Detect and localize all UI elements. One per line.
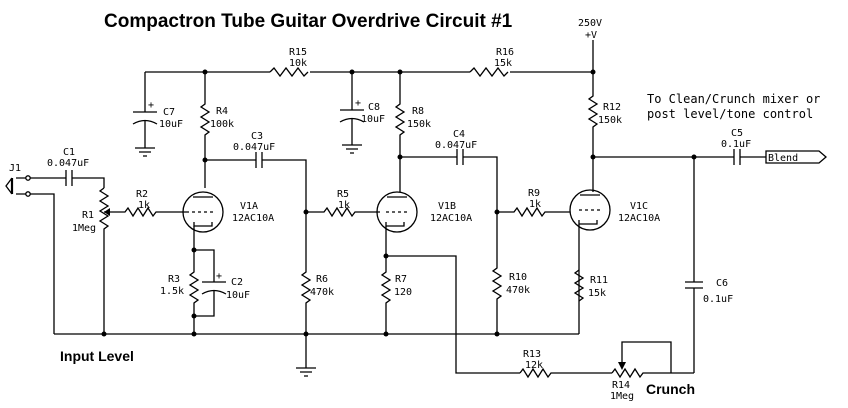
r2-resistor (110, 206, 160, 218)
r3-ref: R3 (168, 274, 180, 285)
r7-resistor (380, 253, 520, 374)
v1c-tube (569, 189, 611, 334)
crunch-label: Crunch (646, 381, 695, 397)
bplus-rail (145, 66, 596, 78)
input-level-label: Input Level (60, 348, 134, 364)
input-jack (5, 175, 66, 334)
r14-ref: R14 (612, 380, 630, 391)
r4-resistor (199, 72, 211, 188)
v1c-type: 12AC10A (618, 213, 660, 224)
c4-value: 0.047uF (435, 140, 477, 151)
r8-resistor (394, 72, 406, 192)
c1-capacitor (65, 170, 105, 188)
r16-ref: R16 (496, 47, 514, 58)
blend-output (765, 150, 827, 164)
v1b-tube (376, 191, 418, 256)
c2-capacitor: + (194, 249, 227, 317)
r13-resistor (519, 367, 612, 379)
note-line2: post level/tone control (647, 107, 813, 121)
r1-ref: R1 (82, 210, 94, 221)
r1-potentiometer[interactable] (98, 187, 110, 334)
c6-capacitor (685, 157, 703, 373)
r14-value: 1Meg (610, 391, 634, 402)
r6-value: 470k (310, 287, 334, 298)
r13-ref: R13 (523, 349, 541, 360)
r12-resistor (587, 72, 599, 192)
page-title: Compactron Tube Guitar Overdrive Circuit… (104, 11, 513, 32)
r13-value: 12k (525, 360, 543, 371)
r1-value: 1Meg (72, 223, 96, 234)
r8-value: 150k (407, 119, 431, 130)
r3-value: 1.5k (160, 286, 184, 297)
v1a-type: 12AC10A (232, 213, 274, 224)
r2-ref: R2 (136, 189, 148, 200)
svg-text:+: + (355, 98, 361, 109)
r8-ref: R8 (412, 106, 424, 117)
r4-value: 100k (210, 119, 234, 130)
r5-resistor (306, 206, 380, 218)
c7-value: 10uF (159, 119, 183, 130)
c4-capacitor (400, 149, 498, 212)
v1b-ref: V1B (438, 201, 456, 212)
r7-ref: R7 (395, 274, 407, 285)
c7-ref: C7 (163, 107, 175, 118)
c1-value: 0.047uF (47, 158, 89, 169)
svg-text:+: + (216, 271, 222, 282)
r5-ref: R5 (337, 189, 349, 200)
c3-value: 0.047uF (233, 142, 275, 153)
r7-value: 120 (394, 287, 412, 298)
c1-ref: C1 (63, 147, 75, 158)
r12-ref: R12 (603, 102, 621, 113)
r5-value: 1k (338, 200, 350, 211)
blend-label: Blend (768, 153, 798, 164)
r6-resistor (300, 209, 312, 334)
jack-ref: J1 (9, 163, 21, 174)
svg-text:+: + (148, 100, 154, 111)
r10-value: 470k (506, 285, 530, 296)
ground-bus (54, 331, 579, 377)
c6-ref: C6 (716, 278, 728, 289)
r12-value: 150k (598, 115, 622, 126)
v1b-type: 12AC10A (430, 213, 472, 224)
r6-ref: R6 (316, 274, 328, 285)
r9-ref: R9 (528, 188, 540, 199)
r16-value: 15k (494, 58, 512, 69)
r9-value: 1k (529, 199, 541, 210)
c2-value: 10uF (226, 290, 250, 301)
c3-ref: C3 (251, 131, 263, 142)
c8-ref: C8 (368, 102, 380, 113)
c7-capacitor: + (132, 72, 158, 157)
c5-ref: C5 (731, 128, 743, 139)
r14-potentiometer[interactable] (611, 341, 694, 379)
c2-ref: C2 (231, 277, 243, 288)
r10-resistor (491, 209, 503, 334)
c3-capacitor (205, 152, 307, 212)
c8-value: 10uF (361, 114, 385, 125)
r11-ref: R11 (590, 275, 608, 286)
r11-value: 15k (588, 288, 606, 299)
r15-value: 10k (289, 58, 307, 69)
v1a-tube (160, 191, 224, 250)
r3-resistor (188, 247, 200, 334)
v1a-ref: V1A (240, 201, 258, 212)
supply-node: +V (585, 30, 597, 41)
r2-value: 1k (138, 200, 150, 211)
r9-resistor (497, 206, 570, 218)
v1c-ref: V1C (630, 201, 648, 212)
c6-value: 0.1uF (703, 294, 733, 305)
c8-capacitor: + (339, 72, 365, 154)
supply-voltage: 250V (578, 18, 602, 29)
r10-ref: R10 (509, 272, 527, 283)
c5-value: 0.1uF (721, 139, 751, 150)
r4-ref: R4 (216, 106, 228, 117)
c4-ref: C4 (453, 129, 465, 140)
c5-capacitor (593, 149, 766, 165)
r11-resistor (573, 269, 585, 302)
r15-ref: R15 (289, 47, 307, 58)
note-line1: To Clean/Crunch mixer or (647, 92, 820, 106)
